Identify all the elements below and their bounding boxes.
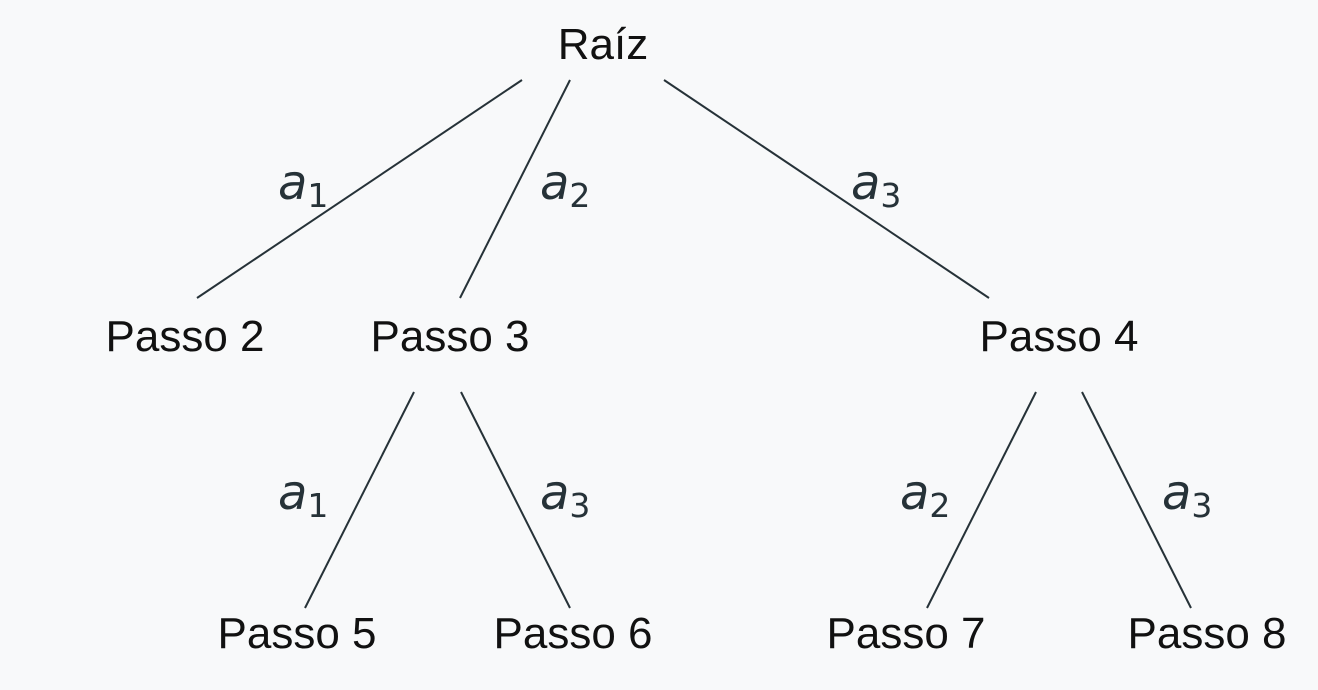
edge-label-sub: 3: [569, 486, 590, 525]
edge-label-root-p2: a1: [278, 155, 328, 215]
edge-root-p3: [459, 79, 571, 299]
edge-label-p4-p8: a3: [1162, 465, 1212, 525]
edge-p4-p7: [926, 391, 1037, 609]
edge-p3-p5: [304, 391, 415, 609]
node-passo-5: Passo 5: [218, 609, 377, 658]
edge-label-root-p3: a2: [540, 155, 590, 215]
edge-label-p4-p7: a2: [900, 465, 950, 525]
edge-label-sub: 2: [569, 176, 590, 215]
edge-label-p3-p6: a3: [540, 465, 590, 525]
edge-label-p3-p5: a1: [278, 465, 328, 525]
node-passo-4: Passo 4: [980, 312, 1139, 361]
edge-root-p2: [196, 79, 523, 299]
node-passo-3: Passo 3: [371, 312, 530, 361]
node-passo-7: Passo 7: [827, 609, 986, 658]
edge-label-var: a: [278, 155, 307, 211]
edge-label-var: a: [851, 155, 880, 211]
edge-label-var: a: [540, 155, 569, 211]
edge-label-var: a: [900, 465, 929, 521]
node-passo-8: Passo 8: [1128, 609, 1287, 658]
edge-p3-p6: [460, 391, 571, 609]
edge-root-p4: [663, 79, 990, 299]
node-passo-2: Passo 2: [106, 312, 265, 361]
edge-p4-p8: [1081, 391, 1192, 609]
edge-label-sub: 1: [307, 486, 328, 525]
edge-label-sub: 2: [929, 486, 950, 525]
edge-label-sub: 1: [307, 176, 328, 215]
edge-label-sub: 3: [880, 176, 901, 215]
edge-label-var: a: [1162, 465, 1191, 521]
node-root: Raíz: [558, 20, 648, 69]
edge-label-root-p4: a3: [851, 155, 901, 215]
node-passo-6: Passo 6: [494, 609, 653, 658]
edge-label-var: a: [540, 465, 569, 521]
edge-label-sub: 3: [1191, 486, 1212, 525]
edge-label-var: a: [278, 465, 307, 521]
